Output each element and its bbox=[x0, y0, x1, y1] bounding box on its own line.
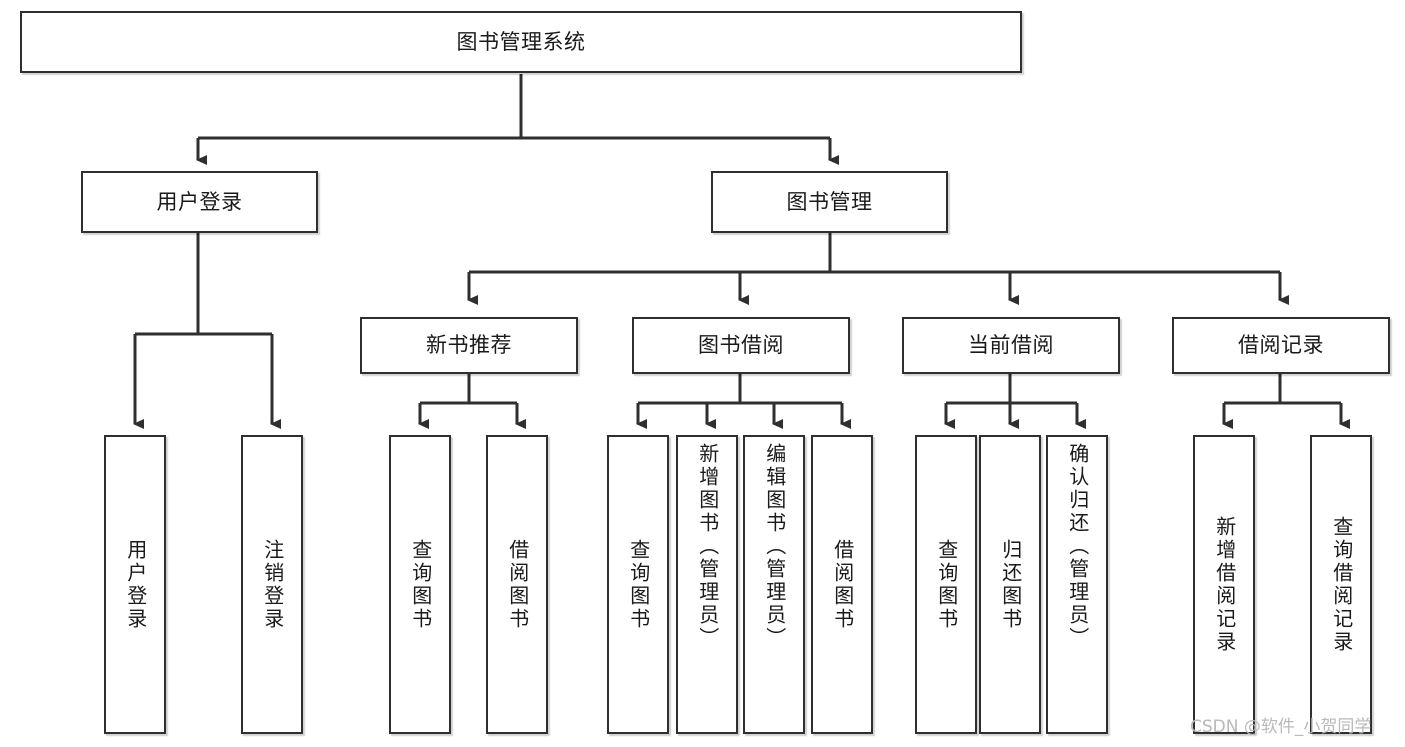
node-label: 注销登录 bbox=[260, 538, 285, 631]
node-label: 编辑图书（管理员） bbox=[762, 443, 787, 650]
node-label: 借阅图书 bbox=[830, 538, 855, 631]
node-root-system[interactable]: 图书管理系统 bbox=[20, 11, 1022, 73]
leaf-borrow-query-book[interactable]: 查询图书 bbox=[607, 435, 669, 734]
node-book-management[interactable]: 图书管理 bbox=[711, 171, 948, 233]
node-label: 查询图书 bbox=[934, 538, 959, 631]
leaf-current-query-book[interactable]: 查询图书 bbox=[915, 435, 977, 734]
leaf-user-login-login[interactable]: 用户登录 bbox=[104, 435, 166, 734]
node-label: 借阅图书 bbox=[505, 538, 530, 631]
node-borrow-record[interactable]: 借阅记录 bbox=[1172, 317, 1390, 374]
leaf-user-login-logout[interactable]: 注销登录 bbox=[241, 435, 303, 734]
leaf-current-confirm-return-admin[interactable]: 确认归还（管理员） bbox=[1046, 435, 1108, 734]
node-label: 新增借阅记录 bbox=[1212, 515, 1237, 654]
leaf-recommend-borrow-book[interactable]: 借阅图书 bbox=[486, 435, 548, 734]
node-label: 新增图书（管理员） bbox=[695, 443, 720, 650]
node-label: 用户登录 bbox=[156, 189, 243, 214]
node-label: 图书借阅 bbox=[698, 333, 784, 358]
node-label: 新书推荐 bbox=[426, 333, 512, 358]
node-label: 借阅记录 bbox=[1238, 333, 1324, 358]
node-label: 查询借阅记录 bbox=[1329, 515, 1354, 654]
node-label: 用户登录 bbox=[123, 538, 148, 631]
node-label: 查询图书 bbox=[626, 538, 651, 631]
node-label: 图书管理系统 bbox=[456, 29, 586, 54]
leaf-current-return-book[interactable]: 归还图书 bbox=[979, 435, 1041, 734]
leaf-record-add-record[interactable]: 新增借阅记录 bbox=[1193, 435, 1255, 734]
node-user-login[interactable]: 用户登录 bbox=[81, 171, 318, 233]
leaf-borrow-add-book-admin[interactable]: 新增图书（管理员） bbox=[676, 435, 738, 734]
node-label: 确认归还（管理员） bbox=[1065, 443, 1090, 650]
leaf-borrow-borrow-book[interactable]: 借阅图书 bbox=[811, 435, 873, 734]
leaf-record-query-record[interactable]: 查询借阅记录 bbox=[1310, 435, 1372, 734]
node-current-borrow[interactable]: 当前借阅 bbox=[902, 317, 1120, 374]
node-label: 当前借阅 bbox=[968, 333, 1054, 358]
leaf-borrow-edit-book-admin[interactable]: 编辑图书（管理员） bbox=[743, 435, 805, 734]
leaf-recommend-query-book[interactable]: 查询图书 bbox=[389, 435, 451, 734]
node-label: 归还图书 bbox=[998, 538, 1023, 631]
node-book-borrow[interactable]: 图书借阅 bbox=[632, 317, 850, 374]
node-new-book-recommend[interactable]: 新书推荐 bbox=[360, 317, 578, 374]
csdn-watermark: CSDN @软件_小贺同学 bbox=[1190, 717, 1372, 737]
node-label: 查询图书 bbox=[408, 538, 433, 631]
node-label: 图书管理 bbox=[786, 189, 873, 214]
